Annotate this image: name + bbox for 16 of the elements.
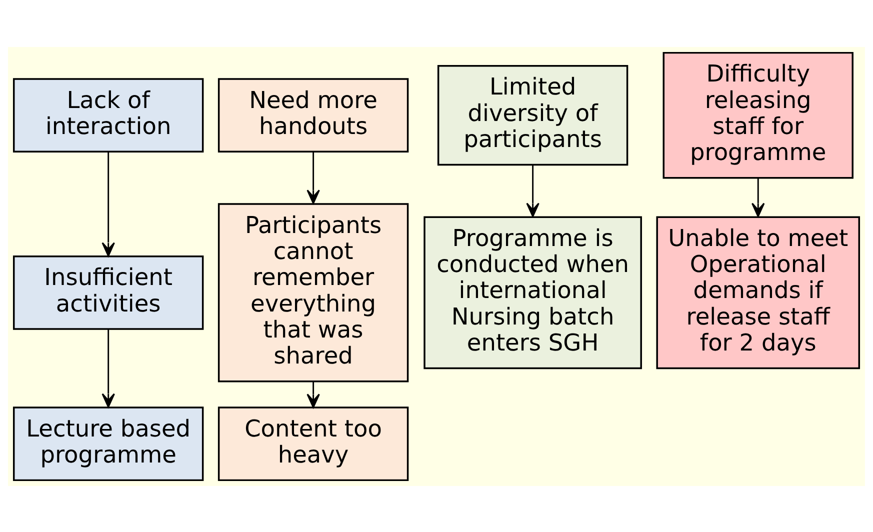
node-box: Participants cannot remember everything that was shared — [218, 202, 409, 382]
node-box: Difficulty releasing staff for programme — [662, 51, 854, 178]
node-box: Content too heavy — [218, 406, 409, 481]
arrow — [526, 164, 540, 217]
arrow — [306, 152, 320, 204]
node-box: Programme is conducted when international Nursing batch enters SGH — [424, 216, 642, 369]
node-box: Limited diversity of participants — [437, 64, 628, 166]
node-box: Insufficient activities — [12, 254, 204, 330]
node-box: Lack of interaction — [12, 78, 204, 152]
node-box: Need more handouts — [218, 78, 409, 152]
arrow — [102, 152, 115, 256]
node-box: Lecture based programme — [12, 406, 204, 481]
arrow — [102, 328, 115, 408]
arrow — [752, 178, 765, 217]
arrow — [306, 381, 320, 408]
node-box: Unable to meet Operational demands if release staff for 2 days — [656, 216, 860, 369]
